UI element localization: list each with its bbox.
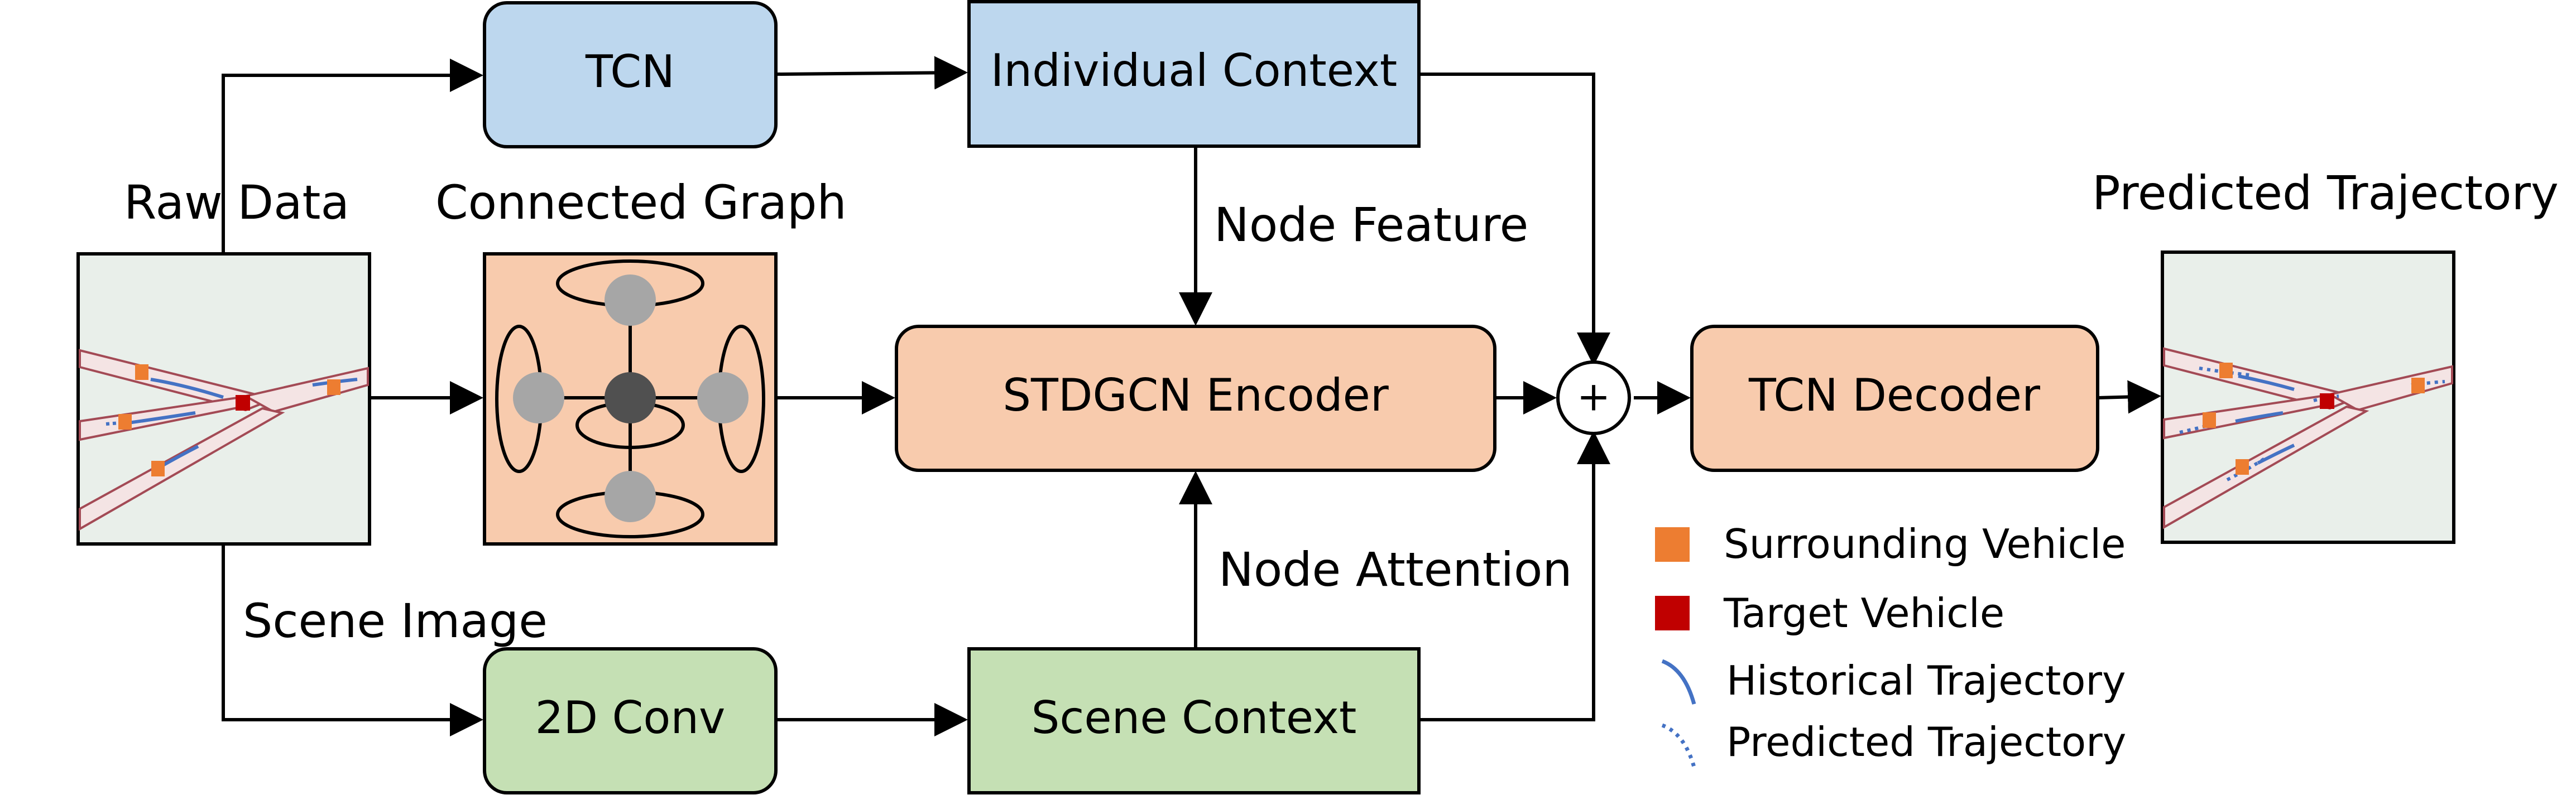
individual-context-label: Individual Context bbox=[991, 45, 1397, 97]
pred-history-3 bbox=[2257, 444, 2295, 465]
connections bbox=[222, 56, 2161, 736]
legend-target-vehicle: Target Vehicle bbox=[1723, 590, 2004, 637]
legend-historical-trajectory: Historical Trajectory bbox=[1726, 657, 2126, 704]
sum-circle bbox=[1556, 360, 1631, 435]
predicted-trajectory-title: Predicted Trajectory bbox=[2092, 166, 2559, 220]
conv2d-block: 2D Conv bbox=[483, 647, 778, 794]
connected-graph-label: Connected Graph bbox=[435, 175, 847, 230]
node-feature-label: Node Feature bbox=[1214, 197, 1528, 252]
sum-symbol: + bbox=[1577, 373, 1610, 420]
raw-history-5 bbox=[105, 421, 121, 426]
connected-graph-image bbox=[483, 252, 778, 546]
scene-context-label: Scene Context bbox=[1032, 692, 1357, 744]
raw-surrounding-vehicle-4 bbox=[327, 379, 340, 395]
scene-context-box bbox=[967, 647, 1421, 794]
legend-surrounding-vehicle: Surrounding Vehicle bbox=[1724, 521, 2126, 567]
raw-history-2 bbox=[128, 411, 196, 425]
graph-node-top bbox=[605, 274, 656, 326]
raw-surrounding-vehicle-1 bbox=[135, 364, 148, 380]
raw-target-vehicle bbox=[236, 395, 250, 411]
pred-surrounding-vehicle-3 bbox=[2236, 459, 2249, 475]
scene-image-label: Scene Image bbox=[243, 594, 548, 648]
predicted-scene-image bbox=[2161, 250, 2455, 544]
edge-scene-to-sum bbox=[1419, 431, 1610, 721]
stdgcn-encoder-label: STDGCN Encoder bbox=[1002, 369, 1389, 421]
pred-path-2 bbox=[2179, 423, 2211, 434]
node-attention-label: Node Attention bbox=[1219, 542, 1572, 597]
graph-node-center bbox=[605, 372, 656, 423]
pred-history-2 bbox=[2235, 411, 2284, 423]
red-square-icon bbox=[1655, 596, 1690, 630]
edge-individual-to-sum bbox=[1419, 73, 1610, 366]
pred-surrounding-vehicle-4 bbox=[2411, 378, 2425, 393]
tcn-decoder-label: TCN Decoder bbox=[1748, 369, 2040, 421]
solid-curve-icon bbox=[1661, 659, 1696, 705]
road-right bbox=[242, 367, 369, 413]
edge-raw-to-conv bbox=[222, 544, 483, 736]
edge-decoder-to-prediction bbox=[2097, 380, 2161, 414]
legend: Surrounding Vehicle Target Vehicle Histo… bbox=[1655, 521, 2126, 768]
pred-target-vehicle bbox=[2320, 393, 2334, 409]
pred-history-1 bbox=[2238, 374, 2295, 391]
pred-path-4 bbox=[2313, 394, 2339, 402]
individual-context-box bbox=[967, 0, 1421, 148]
tcn-box bbox=[483, 1, 778, 148]
legend-predicted-trajectory: Predicted Trajectory bbox=[1726, 719, 2126, 765]
raw-data-label: Raw Data bbox=[124, 175, 349, 230]
stdgcn-encoder-box bbox=[895, 325, 1496, 472]
scene-context-block: Scene Context bbox=[967, 647, 1421, 794]
tcn-decoder-block: TCN Decoder bbox=[1690, 325, 2099, 472]
pred-road-right bbox=[2326, 365, 2453, 412]
raw-surrounding-vehicle-2 bbox=[118, 414, 132, 430]
conv2d-box bbox=[483, 647, 778, 794]
conv2d-label: 2D Conv bbox=[535, 692, 726, 744]
tcn-decoder-box bbox=[1690, 325, 2099, 472]
edge-tcn-to-individual bbox=[775, 56, 968, 90]
sum-node: + bbox=[1556, 360, 1631, 435]
pred-scene-history bbox=[2235, 374, 2295, 465]
graph-node-bottom bbox=[605, 471, 656, 522]
edge-raw-to-tcn bbox=[222, 59, 483, 254]
tcn-block: TCN bbox=[483, 1, 778, 148]
tcn-label: TCN bbox=[585, 46, 675, 98]
road-lower-diag bbox=[79, 407, 285, 531]
individual-context-block: Individual Context bbox=[967, 0, 1421, 148]
dotted-curve-icon bbox=[1661, 723, 1696, 768]
graph-node-left bbox=[513, 372, 564, 423]
raw-data-scene-image bbox=[76, 252, 371, 546]
orange-square-icon bbox=[1655, 527, 1690, 562]
stdgcn-encoder-block: STDGCN Encoder bbox=[895, 325, 1496, 472]
pred-road-lower-diag bbox=[2163, 405, 2369, 529]
pred-surrounding-vehicle-1 bbox=[2219, 363, 2233, 378]
raw-surrounding-vehicle-3 bbox=[151, 461, 165, 476]
raw-history-1 bbox=[150, 378, 224, 399]
pred-surrounding-vehicle-2 bbox=[2203, 412, 2216, 428]
graph-node-right bbox=[697, 372, 749, 423]
